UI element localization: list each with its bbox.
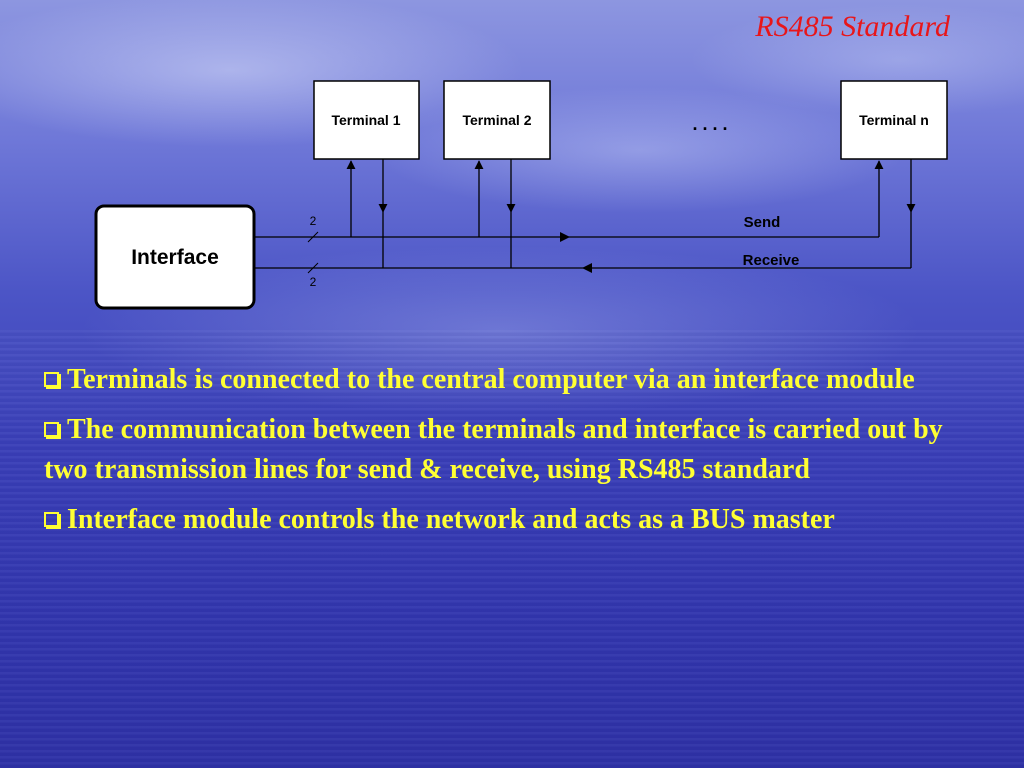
bullet-item: Terminals is connected to the central co… <box>44 360 974 400</box>
receive-wire-slash <box>307 262 319 274</box>
terminal-n-label: Terminal n <box>859 112 929 128</box>
rs485-diagram: Interface Terminal 1 Terminal 2 Terminal… <box>94 80 948 310</box>
send-label: Send <box>744 214 781 231</box>
terminal-2-label: Terminal 2 <box>463 112 532 128</box>
bullet-item: The communication between the terminals … <box>44 410 974 490</box>
interface-box <box>94 204 256 310</box>
background-water <box>0 330 1024 768</box>
terminal-1-label: Terminal 1 <box>332 112 401 128</box>
interface-label: Interface <box>131 246 219 269</box>
terminal-n-box <box>840 80 948 160</box>
terminal-1-box <box>313 80 420 160</box>
receive-direction-arrow <box>582 263 592 273</box>
bullet-text: The communication between the terminals … <box>44 414 943 485</box>
terminals-ellipsis: . . . . <box>692 114 727 134</box>
send-direction-arrow <box>560 232 570 242</box>
receive-wire-count: 2 <box>310 275 317 289</box>
send-wire-slash <box>307 231 319 243</box>
terminal-2-box <box>443 80 551 160</box>
bullet-text: Interface module controls the network an… <box>67 504 835 535</box>
receive-label: Receive <box>743 252 800 269</box>
checkbox-bullet-icon <box>44 422 59 437</box>
bullet-item: Interface module controls the network an… <box>44 500 974 540</box>
bullet-text: Terminals is connected to the central co… <box>67 364 915 395</box>
checkbox-bullet-icon <box>44 512 59 527</box>
send-wire-count: 2 <box>310 214 317 228</box>
checkbox-bullet-icon <box>44 372 59 387</box>
bullet-list: Terminals is connected to the central co… <box>44 360 974 550</box>
slide-title: RS485 Standard <box>755 10 950 43</box>
